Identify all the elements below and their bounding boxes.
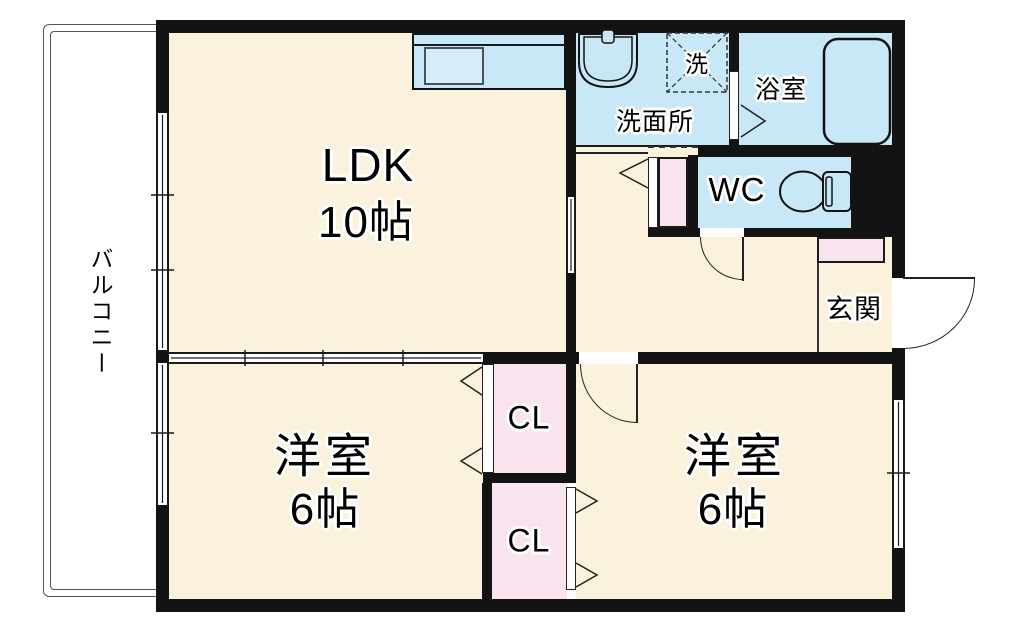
door-leaf-bedroom-right: [636, 364, 638, 423]
wall: [566, 364, 576, 473]
room-label-bathroom: 浴室: [754, 76, 808, 104]
closet-upper: [494, 364, 566, 473]
wall: [892, 33, 905, 278]
wall: [156, 505, 169, 612]
washer-alcove-dashed-line: [648, 146, 698, 148]
wall: [156, 599, 905, 612]
room-size-ldk: 10帖: [318, 198, 414, 247]
room-label-bedroom-left: 洋室: [274, 429, 376, 483]
wall: [566, 273, 576, 364]
door-closet-upper: [482, 364, 494, 473]
wall: [483, 352, 579, 364]
label-closet-lower: CL: [507, 522, 551, 559]
door-closet-hall: [648, 157, 658, 228]
room-label-bedroom-right: 洋室: [684, 429, 786, 483]
room-label-washroom: 洗面所: [615, 108, 695, 136]
window-bedroom-right: [892, 400, 905, 548]
kitchen-sink: [424, 47, 484, 85]
wall: [698, 145, 892, 157]
shoe-cabinet: [817, 237, 885, 263]
room-size-bedroom-right: 6帖: [697, 485, 769, 534]
wall: [482, 483, 492, 599]
wall: [892, 548, 905, 612]
room-size-bedroom-left: 6帖: [289, 485, 361, 534]
closet-hall: [658, 157, 688, 228]
balcony-inner-rail: [50, 31, 157, 590]
sliding-partition-ldk-bedroom: [169, 352, 483, 364]
washroom-threshold-line: [576, 152, 648, 154]
room-label-entrance: 玄関: [826, 294, 882, 325]
room-bedroom-left: [169, 363, 483, 599]
label-closet-upper: CL: [507, 399, 551, 436]
wall: [156, 33, 169, 113]
wall: [648, 228, 851, 237]
wall: [566, 33, 576, 197]
room-label-balcony: バルコニー: [87, 247, 113, 377]
doorway-entrance: [892, 278, 905, 348]
room-label-ldk: LDK: [321, 139, 415, 191]
door-leaf-wc: [742, 237, 744, 281]
wall: [688, 155, 698, 237]
door-bathroom: [729, 71, 739, 140]
wall: [851, 157, 892, 237]
door-arc-entrance: [903, 279, 975, 349]
door-leaf-entrance: [903, 277, 975, 279]
wall: [156, 350, 169, 363]
room-label-wc: WC: [708, 171, 766, 208]
label-washer-space: 洗: [685, 51, 709, 77]
closet-lower: [492, 483, 567, 599]
wall: [483, 473, 576, 483]
doorway-wc: [700, 228, 744, 237]
wall: [638, 352, 892, 364]
wall: [892, 348, 905, 400]
wall: [729, 33, 739, 71]
kitchen-counter-edge: [412, 44, 566, 46]
sliding-door-ldk-hall: [566, 197, 576, 273]
window-bedroom-left-balcony: [156, 363, 169, 505]
door-closet-lower: [566, 487, 576, 590]
entrance-step-line: [817, 237, 819, 352]
wall: [156, 20, 905, 33]
doorway-bedroom-right: [579, 352, 638, 364]
window-ldk-balcony: [156, 113, 169, 350]
